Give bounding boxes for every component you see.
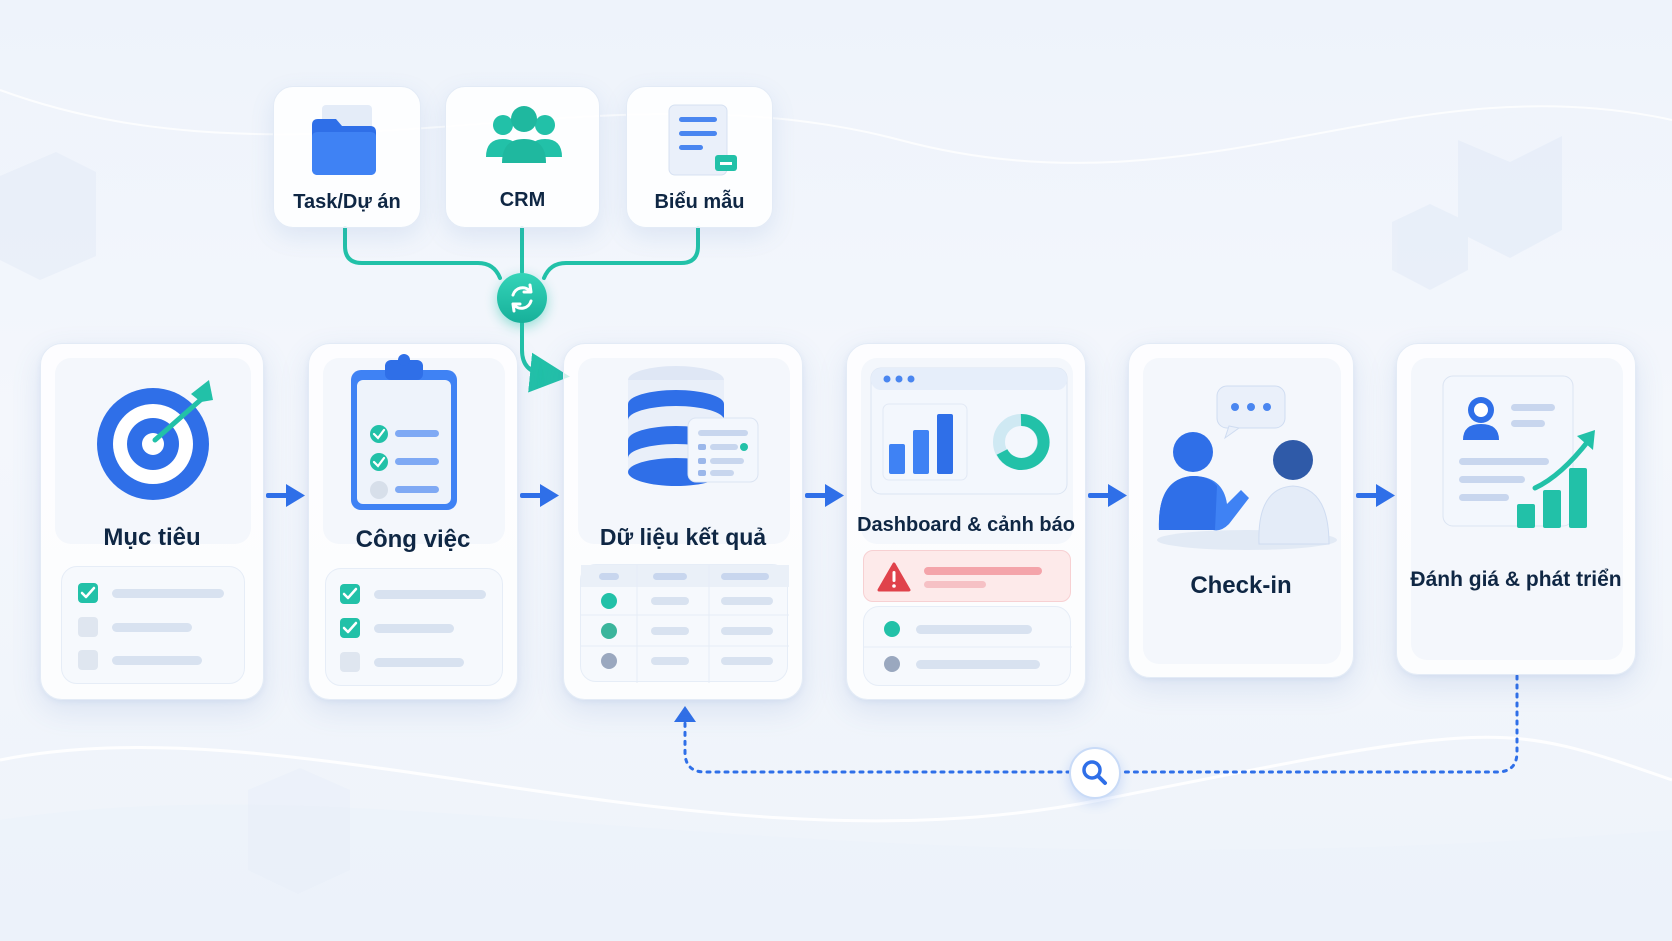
folder-icon: [312, 105, 376, 175]
feedback-loop-line-left: [683, 714, 1072, 774]
step-label-review: Đánh giá & phát triển: [1410, 568, 1622, 591]
feedback-arrowhead: [674, 706, 696, 722]
step-label-dashboard: Dashboard & cảnh báo: [857, 514, 1075, 536]
step-label-goal: Mục tiêu: [103, 524, 201, 551]
source-card-task: Task/Dự án: [273, 86, 421, 228]
conversation-people-icon: [1157, 385, 1337, 550]
step-label-data: Dữ liệu kết quả: [599, 524, 767, 550]
source-card-crm: CRM: [445, 86, 600, 228]
step-card-review: Đánh giá & phát triển: [1396, 343, 1636, 675]
arrow-goal-to-task: [266, 484, 305, 507]
database-icon: [628, 366, 759, 486]
step-card-checkin: Check-in: [1128, 343, 1354, 678]
source-label-task: Task/Dự án: [293, 191, 401, 213]
step-card-goal: Mục tiêu: [40, 343, 264, 700]
source-label-form: Biểu mẫu: [654, 191, 745, 213]
source-connector-task: [343, 226, 502, 280]
goal-checklist: [61, 566, 245, 684]
checkbox-empty: [78, 650, 98, 670]
search-icon: [1082, 760, 1107, 785]
checkbox-empty: [340, 652, 360, 672]
step-label-checkin: Check-in: [1190, 572, 1292, 599]
form-document-icon: [668, 104, 737, 176]
step-label-task: Công việc: [355, 526, 471, 553]
people-icon: [486, 106, 562, 163]
arrow-checkin-to-review: [1356, 484, 1395, 507]
clipboard-checklist-icon: [351, 354, 457, 510]
sync-to-data-arrow: [520, 320, 570, 393]
step-card-task: Công việc: [308, 343, 518, 700]
dashboard-chart-icon: [870, 367, 1068, 495]
sync-icon: [511, 283, 533, 313]
checkbox-empty: [78, 617, 98, 637]
arrow-task-to-data: [520, 484, 559, 507]
step-card-dashboard: Dashboard & cảnh báo: [846, 343, 1086, 700]
dashboard-list: [863, 606, 1072, 686]
task-checklist: [325, 568, 503, 686]
arrow-data-to-dashboard: [805, 484, 844, 507]
source-label-crm: CRM: [499, 189, 546, 211]
target-icon: [97, 380, 213, 500]
feedback-search-node: [1069, 747, 1121, 799]
warning-icon: [877, 562, 1042, 592]
arrow-dashboard-to-checkin: [1088, 484, 1127, 507]
data-table: [580, 564, 789, 683]
profile-growth-icon: [1442, 375, 1595, 528]
sync-node: [497, 273, 547, 323]
source-card-form: Biểu mẫu: [626, 86, 773, 228]
alert-banner: [863, 550, 1071, 602]
feedback-loop-line: [1118, 674, 1519, 774]
source-connector-form: [542, 226, 700, 280]
step-card-data: Dữ liệu kết quả: [563, 343, 803, 700]
